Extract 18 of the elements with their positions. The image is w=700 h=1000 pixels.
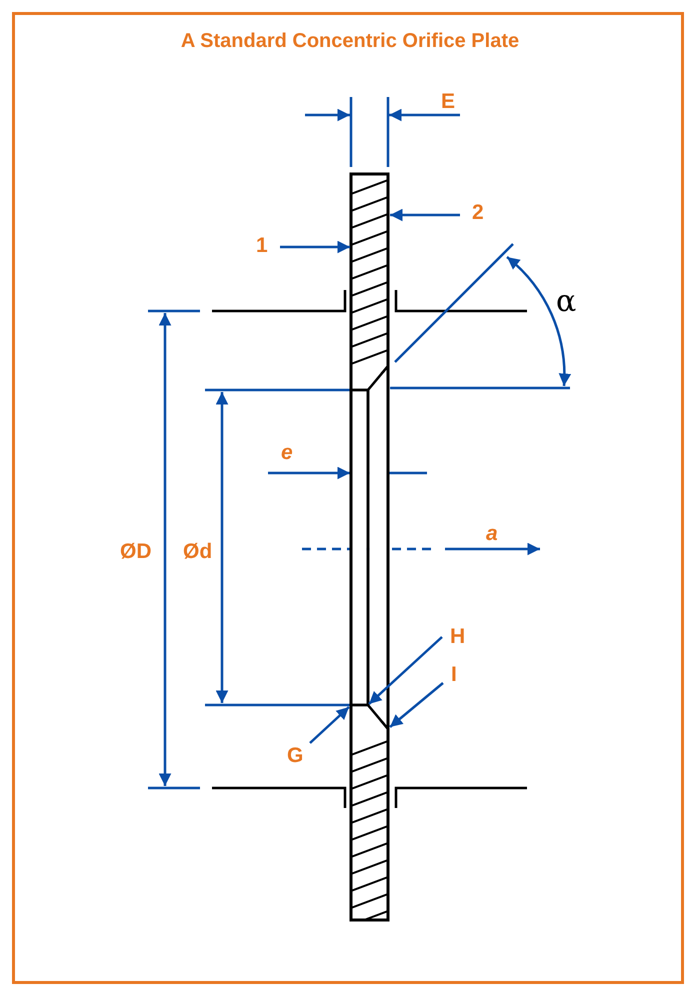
dimension-label: Ød — [183, 541, 212, 562]
angle-label: α — [556, 287, 576, 317]
orifice-plate-drawing — [350, 172, 390, 922]
leader-arrow — [280, 240, 350, 254]
dimension-label: E — [441, 91, 456, 112]
callout-label: H — [450, 626, 466, 647]
callout-label: 1 — [256, 235, 268, 256]
title: A Standard Concentric Orifice Plate — [180, 30, 520, 52]
callout-label: 2 — [472, 202, 484, 223]
leader-arrow — [389, 682, 444, 728]
leader-arrow — [309, 706, 350, 744]
callout-label: G — [287, 745, 304, 766]
leader-arrow — [368, 636, 443, 705]
dimension-label: e — [281, 442, 293, 463]
flow-direction-label: a — [486, 523, 498, 544]
dimension-label: ØD — [120, 541, 152, 562]
leader-arrow — [390, 208, 460, 222]
callout-label: I — [451, 664, 457, 685]
